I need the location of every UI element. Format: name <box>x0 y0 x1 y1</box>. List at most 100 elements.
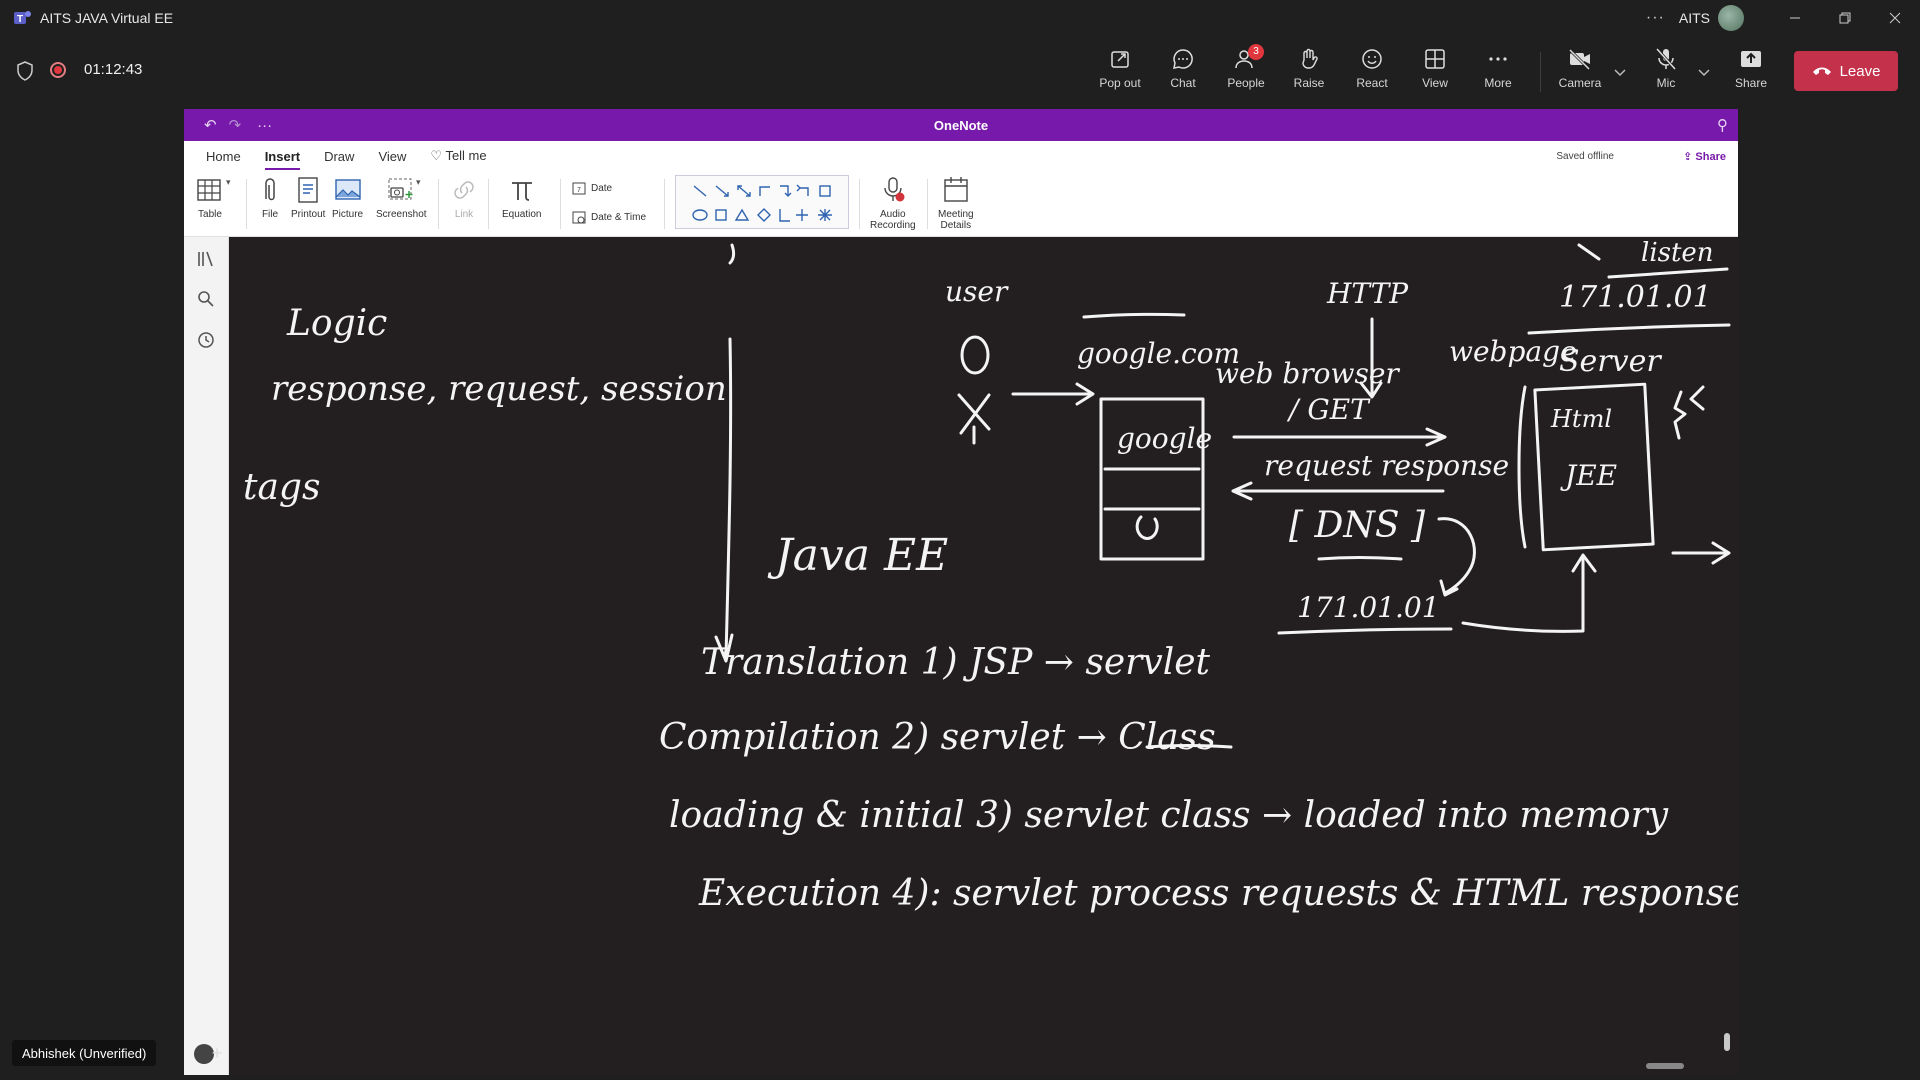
recent-notes-clock-icon[interactable] <box>196 330 216 350</box>
ink-underline <box>1277 627 1453 635</box>
ribbon-separator <box>859 179 860 229</box>
view-button[interactable]: View <box>1405 46 1465 98</box>
screenshot-button[interactable]: Screenshot <box>376 175 427 220</box>
ribbon-separator <box>927 179 928 229</box>
paperclip-icon <box>265 178 275 201</box>
mic-button[interactable]: Mic <box>1636 46 1696 98</box>
link-icon <box>454 181 474 199</box>
mic-options-chevron-down-icon[interactable] <box>1698 64 1710 82</box>
raise-hand-icon <box>1302 48 1318 69</box>
react-icon <box>1362 49 1382 69</box>
react-button[interactable]: React <box>1342 46 1402 98</box>
note-dns: [ DNS ] <box>1289 505 1426 546</box>
ink-arrow-down <box>1359 317 1383 399</box>
phone-hangup-icon <box>1812 67 1831 75</box>
more-options-icon[interactable]: ··· <box>1645 9 1665 26</box>
ink-arrow-head <box>714 633 734 663</box>
file-button[interactable]: File <box>256 175 284 220</box>
leave-label: Leave <box>1839 62 1881 80</box>
vertical-scrollbar[interactable] <box>1724 1033 1730 1051</box>
raise-hand-button[interactable]: Raise <box>1279 46 1339 98</box>
ink-underline <box>1607 267 1729 279</box>
printout-button[interactable]: Printout <box>291 175 325 220</box>
saved-status: Saved offline <box>1556 150 1614 162</box>
minimize-icon <box>1790 17 1800 19</box>
ribbon-separator <box>664 179 665 229</box>
search-icon[interactable] <box>196 289 216 309</box>
link-button[interactable]: Link <box>450 175 478 220</box>
ink-underline-class <box>1145 744 1233 749</box>
more-icon[interactable]: ··· <box>257 116 273 134</box>
date-time-button[interactable]: Date & Time <box>572 210 646 224</box>
participant-name-label: Abhishek (Unverified) <box>12 1040 157 1066</box>
share-icon <box>1741 51 1761 67</box>
ink-stroke <box>1577 243 1601 261</box>
ink-drawing: Logic response, request, session tags Ja… <box>243 238 1738 914</box>
tab-home[interactable]: Home <box>206 148 241 164</box>
shapes-gallery[interactable] <box>675 175 849 229</box>
restore-button[interactable] <box>1820 0 1870 36</box>
more-icon <box>1489 57 1507 61</box>
note-page-canvas[interactable]: Logic response, request, session tags Ja… <box>229 237 1738 1075</box>
ink-user-body <box>957 393 991 445</box>
profile-avatar[interactable] <box>1718 5 1744 31</box>
more-button[interactable]: More <box>1468 46 1528 98</box>
share-button[interactable]: Share <box>1721 46 1781 98</box>
ink-server-box <box>1533 382 1655 552</box>
ink-arrow-line <box>724 337 733 659</box>
note-listen: listen <box>1641 238 1714 268</box>
note-request-response: request response <box>1264 449 1509 482</box>
camera-options-chevron-down-icon[interactable] <box>1614 64 1626 82</box>
date-button[interactable]: 7 Date <box>572 181 612 195</box>
ink-arrow-to-server <box>1461 553 1597 633</box>
screenshot-dropdown-chevron-icon[interactable]: ▾ <box>416 177 421 187</box>
note-java-ee: Java EE <box>767 530 948 581</box>
meeting-timer: 01:12:43 <box>84 61 143 78</box>
view-icon <box>1425 49 1445 69</box>
tell-me-search[interactable]: ♡ Tell me <box>430 148 487 163</box>
ink-user-head <box>960 335 990 375</box>
chat-button[interactable]: Chat <box>1153 46 1213 98</box>
add-icon[interactable]: + <box>211 1043 223 1063</box>
people-button[interactable]: 3 People <box>1227 44 1265 90</box>
onenote-app-name: OneNote <box>933 117 989 133</box>
picture-button[interactable]: Picture <box>332 175 363 220</box>
pen-sync-icon[interactable]: ⚲ <box>1717 117 1728 134</box>
horizontal-scrollbar[interactable] <box>1646 1063 1684 1069</box>
note-google: google <box>1117 422 1212 455</box>
table-dropdown-chevron-icon[interactable]: ▾ <box>226 177 231 187</box>
tab-draw[interactable]: Draw <box>324 148 355 164</box>
ink-stroke <box>1689 385 1705 411</box>
participant-avatar <box>194 1044 214 1064</box>
meeting-details-button[interactable]: Meeting Details <box>938 175 974 231</box>
note-web-browser: web browser <box>1215 357 1400 390</box>
undo-icon[interactable]: ↶ <box>204 117 217 134</box>
ribbon-separator <box>438 179 439 229</box>
leave-button[interactable]: Leave <box>1794 51 1898 91</box>
audio-recording-button[interactable]: Audio Recording <box>870 175 916 231</box>
pop-out-button[interactable]: Pop out <box>1090 46 1150 98</box>
minimize-button[interactable] <box>1770 0 1820 36</box>
note-ip-bottom: 171.01.01 <box>1297 591 1440 624</box>
equation-button[interactable]: Equation <box>502 175 541 220</box>
note-user: user <box>945 275 1009 308</box>
onenote-share-button[interactable]: ⇪ Share <box>1683 150 1726 163</box>
tab-insert[interactable]: Insert <box>264 148 301 170</box>
screenshot-icon <box>388 178 413 200</box>
camera-off-icon <box>1568 48 1591 71</box>
ink-arrow-right <box>1671 541 1731 565</box>
ink-underline <box>1082 312 1186 319</box>
calendar-icon: 7 <box>572 182 586 195</box>
notebook-navigation-rail <box>184 237 229 1075</box>
redo-icon[interactable]: ↷ <box>228 117 242 134</box>
close-button[interactable] <box>1870 0 1920 36</box>
note-html: Html <box>1550 405 1612 433</box>
window-title: AITS JAVA Virtual EE <box>40 10 174 26</box>
notebooks-icon[interactable] <box>196 249 216 269</box>
note-jee: JEE <box>1560 459 1617 492</box>
table-icon <box>197 179 221 201</box>
table-button[interactable]: Table <box>196 175 224 220</box>
camera-button[interactable]: Camera <box>1550 46 1610 98</box>
tab-view[interactable]: View <box>378 148 407 164</box>
note-logic: Logic <box>286 303 387 344</box>
